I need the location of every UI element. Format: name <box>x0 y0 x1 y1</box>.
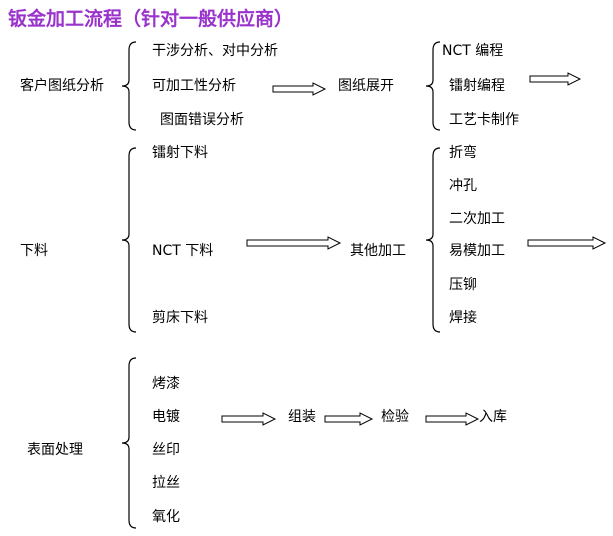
list-item: 压铆 <box>449 277 477 293</box>
list-item: 焊接 <box>449 310 477 326</box>
list-item: 冲孔 <box>449 178 477 194</box>
stage-surface-treatment: 表面处理 <box>27 442 83 458</box>
list-item: 镭射下料 <box>152 145 208 161</box>
stage-customer-drawing-analysis: 客户图纸分析 <box>20 78 104 94</box>
list-item: 折弯 <box>449 145 477 161</box>
stage-warehousing: 入库 <box>479 409 507 425</box>
stage-blanking: 下料 <box>20 243 48 259</box>
brace <box>121 41 137 131</box>
list-item: 电镀 <box>152 409 180 425</box>
arrow-icon <box>246 236 342 250</box>
list-item: 二次加工 <box>449 211 505 227</box>
brace <box>425 147 441 333</box>
page-title: 钣金加工流程（针对一般供应商） <box>8 8 294 30</box>
stage-other-processing: 其他加工 <box>350 243 406 259</box>
brace <box>121 357 137 529</box>
stage-drawing-unfold: 图纸展开 <box>338 78 394 94</box>
stage-assembly: 组装 <box>288 409 316 425</box>
list-item: 氧化 <box>152 509 180 525</box>
list-item: 易模加工 <box>449 243 505 259</box>
list-item: 剪床下料 <box>152 310 208 326</box>
list-item: 拉丝 <box>152 475 180 491</box>
list-item: 烤漆 <box>152 376 180 392</box>
stage-inspection: 检验 <box>381 409 409 425</box>
brace <box>121 147 137 333</box>
arrow-icon <box>425 412 480 426</box>
list-item: NCT 下料 <box>152 243 214 259</box>
list-item: 工艺卡制作 <box>449 112 519 128</box>
list-item: 镭射编程 <box>449 78 505 94</box>
brace <box>425 41 441 131</box>
list-item: 可加工性分析 <box>152 78 236 94</box>
list-item: 图面错误分析 <box>160 112 244 128</box>
arrow-icon <box>324 412 374 426</box>
arrow-icon <box>221 412 277 426</box>
arrow-icon <box>529 72 582 86</box>
arrow-icon <box>527 236 607 250</box>
list-item: 丝印 <box>152 442 180 458</box>
list-item: NCT 编程 <box>442 43 504 59</box>
arrow-icon <box>272 82 327 96</box>
list-item: 干涉分析、对中分析 <box>152 43 278 59</box>
